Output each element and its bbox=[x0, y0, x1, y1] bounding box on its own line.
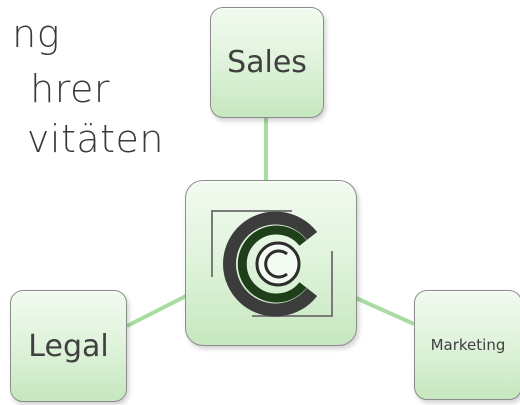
heading-text: ng hrer vitäten bbox=[0, 0, 240, 200]
legal-box: Legal bbox=[10, 290, 127, 402]
sales-box: Sales bbox=[210, 7, 324, 118]
center-box bbox=[185, 180, 357, 346]
marketing-box: Marketing bbox=[414, 290, 520, 400]
heading-line-3: vitäten bbox=[26, 117, 164, 161]
connector-right bbox=[355, 296, 415, 326]
cc-logo-icon bbox=[211, 210, 333, 317]
legal-label: Legal bbox=[28, 328, 109, 364]
sales-label: Sales bbox=[227, 45, 307, 80]
heading-line-1: ng bbox=[12, 12, 60, 56]
marketing-label: Marketing bbox=[430, 336, 506, 354]
heading-line-2: hrer bbox=[30, 67, 110, 111]
connector-left bbox=[126, 294, 187, 328]
